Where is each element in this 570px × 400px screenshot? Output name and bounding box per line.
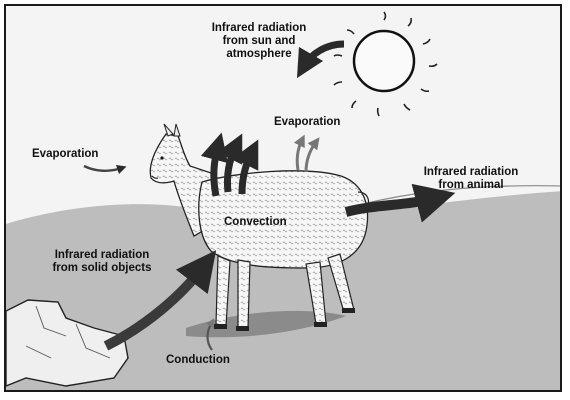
label-infrared-solid: Infrared radiation from solid objects	[38, 249, 166, 275]
label-conduction: Conduction	[166, 354, 230, 367]
evaporation-top-arrows	[297, 140, 316, 172]
label-infrared-sun: Infrared radiation from sun and atmosphe…	[200, 22, 318, 61]
label-infrared-sun-line3: atmosphere	[200, 48, 318, 61]
label-evaporation-top: Evaporation	[274, 116, 340, 129]
label-infrared-solid-line2: from solid objects	[38, 262, 166, 275]
label-infrared-sun-line1: Infrared radiation	[200, 22, 318, 35]
diagram-frame: Infrared radiation from sun and atmosphe…	[4, 4, 562, 392]
label-convection: Convection	[224, 216, 287, 229]
label-infrared-solid-line1: Infrared radiation	[38, 249, 166, 262]
label-infrared-animal: Infrared radiation from animal	[412, 166, 530, 192]
evaporation-left-arrow	[84, 166, 122, 171]
label-infrared-animal-line1: Infrared radiation	[412, 166, 530, 179]
label-infrared-sun-line2: from sun and	[200, 35, 318, 48]
sun-icon	[334, 12, 437, 116]
diagram-svg	[6, 6, 562, 392]
label-evaporation-left: Evaporation	[32, 148, 98, 161]
label-infrared-animal-line2: from animal	[412, 179, 530, 192]
